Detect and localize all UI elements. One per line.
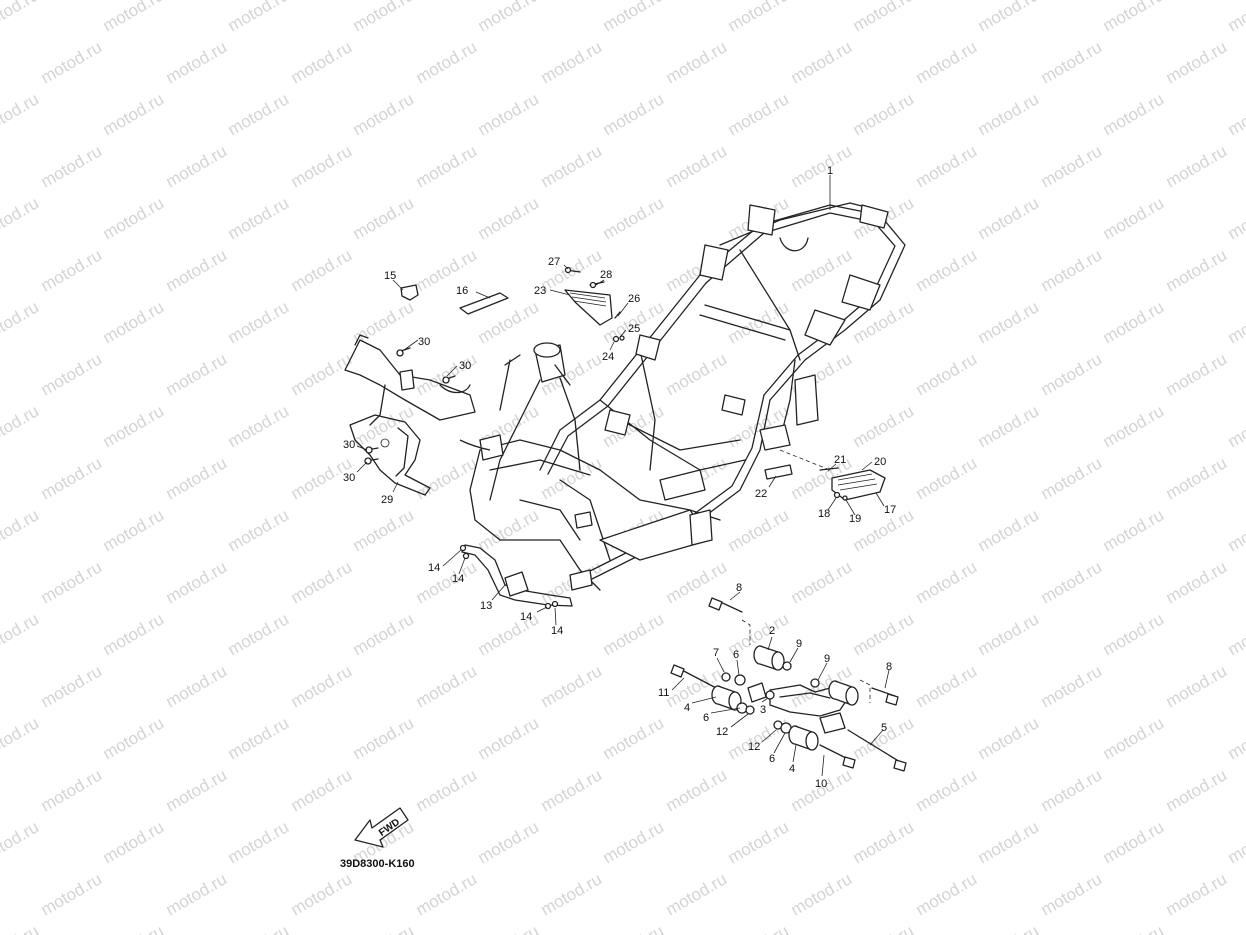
callout-25: 25 [628, 323, 640, 335]
callout-11: 11 [658, 687, 669, 699]
callout-2: 2 [769, 625, 775, 637]
callout-23: 23 [534, 285, 546, 297]
callout-17: 17 [884, 504, 896, 516]
callout-18: 18 [818, 508, 830, 520]
callout-16: 16 [456, 285, 468, 297]
callout-14-d: 14 [551, 625, 563, 637]
leader-lines [356, 175, 890, 777]
footrest-17 [764, 449, 886, 501]
callout-4-a: 4 [684, 702, 690, 714]
callout-8-a: 8 [736, 582, 742, 594]
callout-9-b: 9 [824, 653, 830, 665]
callout-14-c: 14 [520, 611, 532, 623]
callout-3: 3 [760, 704, 766, 716]
callout-30-c: 30 [343, 439, 355, 451]
engine-mount-link [670, 597, 907, 772]
callout-7: 7 [713, 647, 719, 659]
callout-14-a: 14 [428, 562, 440, 574]
callout-14-b: 14 [452, 573, 464, 585]
pad-16 [459, 292, 509, 315]
screws-30 [364, 347, 456, 465]
callout-labels: 1 15 16 27 28 23 26 25 24 30 30 30 30 29… [343, 165, 896, 790]
callout-12-a: 12 [716, 726, 728, 738]
callout-15: 15 [384, 270, 396, 282]
callout-22: 22 [755, 488, 767, 500]
stay-13 [459, 544, 573, 610]
callout-10: 10 [815, 778, 827, 790]
callout-6-b: 6 [703, 712, 709, 724]
bracket-29 [349, 414, 431, 496]
callout-26: 26 [628, 293, 640, 305]
diagram-code: 39D8300-K160 [340, 858, 415, 870]
main-frame [459, 202, 906, 591]
callout-21: 21 [834, 454, 846, 466]
callout-6-a: 6 [733, 649, 739, 661]
callout-27: 27 [548, 256, 560, 268]
front-bracket-assembly [344, 334, 476, 426]
callout-8-b: 8 [886, 661, 892, 673]
callout-20: 20 [874, 456, 886, 468]
callout-19: 19 [849, 513, 861, 525]
callout-1: 1 [827, 165, 833, 177]
fwd-arrow: FWD [354, 807, 409, 848]
clip-15 [400, 284, 419, 301]
callout-24: 24 [602, 351, 614, 363]
callout-6-c: 6 [769, 753, 775, 765]
callout-13: 13 [480, 600, 492, 612]
bracket-23-group [564, 266, 625, 343]
callout-28: 28 [600, 269, 612, 281]
callout-30-d: 30 [343, 472, 355, 484]
callout-4-b: 4 [789, 763, 795, 775]
callout-9-a: 9 [796, 638, 802, 650]
callout-12-b: 12 [748, 741, 760, 753]
callout-5: 5 [881, 722, 887, 734]
callout-30-b: 30 [459, 360, 471, 372]
callout-29: 29 [381, 494, 393, 506]
callout-30-a: 30 [418, 336, 430, 348]
